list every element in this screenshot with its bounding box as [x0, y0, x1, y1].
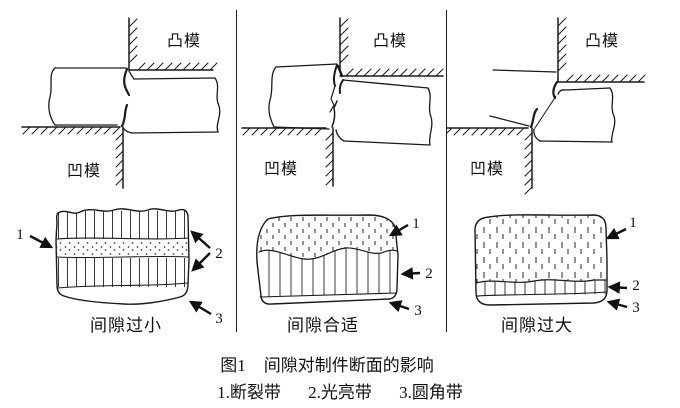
die-label: 凹模 [264, 160, 298, 178]
legend-item-fracture-zone: 1.断裂带 [217, 383, 281, 402]
panel-divider-1 [235, 10, 237, 332]
zone-arrows [388, 223, 421, 313]
marker-label-3: 3 [215, 311, 223, 327]
punch-label: 凸模 [167, 32, 201, 50]
figure-title: 间隙对制件断面的影响 [263, 356, 434, 375]
panel-divider-2 [445, 10, 447, 332]
marker-label-3: 3 [414, 303, 422, 319]
figure-number: 图1 [220, 356, 246, 375]
figure-legend: 1.断裂带 2.光亮带 3.圆角带 [0, 378, 680, 403]
sheet-pieces [268, 63, 433, 146]
panel-1-illustration: 凸模 凹模 1 2 3 [16, 17, 223, 327]
marker-label-2: 2 [632, 278, 640, 294]
sheet-pieces [489, 69, 616, 143]
die-label: 凹模 [67, 162, 101, 180]
punch-label: 凸模 [585, 32, 619, 50]
figure-caption: 图1 间隙对制件断面的影响 [0, 351, 654, 376]
punch-outline [557, 17, 646, 83]
panel-3-illustration: 凸模 凹模 1 2 3 [446, 17, 646, 316]
legend-item-rounded-corner-zone: 3.圆角带 [399, 383, 463, 402]
die-label: 凹模 [470, 160, 504, 178]
punch-outline [128, 17, 218, 71]
panel-1-caption: 间隙过小 [90, 316, 162, 335]
panel-2-caption: 间隙合适 [287, 316, 359, 335]
marker-label-2: 2 [425, 266, 433, 282]
marker-label-2: 2 [215, 246, 223, 262]
marker-label-1: 1 [412, 216, 420, 232]
legend-item-bright-zone: 2.光亮带 [308, 383, 372, 402]
panel-2-illustration: 凸模 凹模 1 2 3 [241, 17, 444, 319]
punch-label: 凸模 [373, 32, 407, 50]
cross-section: 1 2 3 [16, 208, 223, 327]
zone-arrows [605, 227, 628, 311]
zone-arrows [29, 230, 212, 316]
marker-label-1: 1 [16, 227, 24, 243]
punch-outline [336, 17, 444, 78]
die-outline [446, 127, 533, 195]
marker-label-1: 1 [629, 215, 637, 231]
cross-section: 1 2 3 [474, 214, 640, 316]
cross-section: 1 2 3 [256, 214, 433, 319]
die-outline [21, 126, 124, 189]
sheet-pieces [48, 67, 221, 134]
panel-3-caption: 间隙过大 [501, 316, 573, 335]
marker-label-3: 3 [632, 300, 640, 316]
